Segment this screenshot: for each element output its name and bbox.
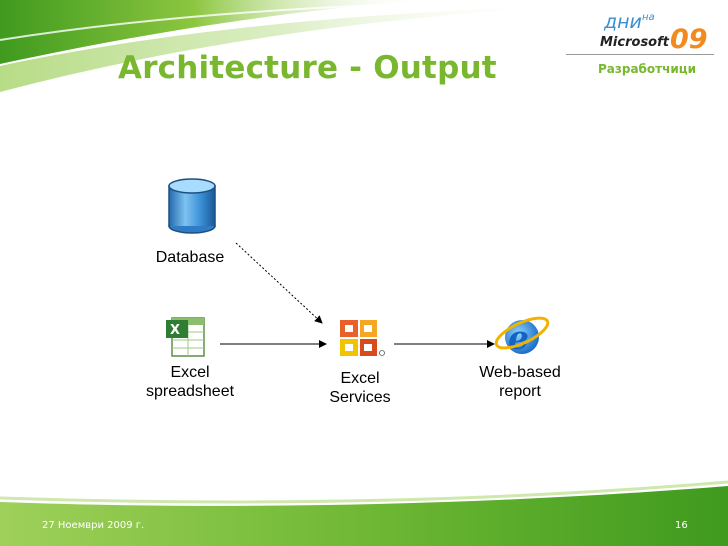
header-swoosh xyxy=(0,0,560,92)
footer-date: 27 Ноември 2009 г. xyxy=(42,520,145,531)
logo-year-text: 09 xyxy=(670,24,708,54)
slide-title: Architecture - Output xyxy=(118,50,497,86)
node-label-database: Database xyxy=(155,249,225,266)
internet-explorer-icon: e xyxy=(494,316,550,357)
logo-divider xyxy=(566,54,714,55)
svg-text:X: X xyxy=(170,323,180,338)
logo-dni-text: дни xyxy=(603,11,642,33)
node-label-excel-services: Excel Services xyxy=(329,370,391,406)
edge-database-to-services xyxy=(235,242,323,324)
database-icon xyxy=(168,178,216,234)
slide-subtitle: Разработчици xyxy=(598,62,697,76)
page-number: 16 xyxy=(675,520,688,531)
node-label-web-report: Web-based report xyxy=(479,364,561,400)
office-icon xyxy=(340,320,385,356)
node-label-excel-spreadsheet: Excel spreadsheet xyxy=(145,364,235,400)
logo-brand-text: Microsoft xyxy=(600,35,670,50)
microsoft-days-logo: дни на Microsoft 09 xyxy=(600,11,708,54)
excel-icon: X xyxy=(166,317,205,357)
footer-swoosh xyxy=(0,480,728,546)
logo-na-text: на xyxy=(642,12,655,23)
